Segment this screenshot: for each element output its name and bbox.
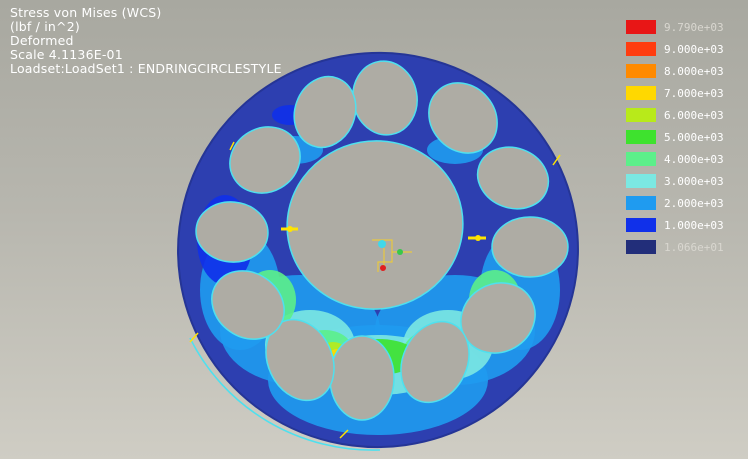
bolt-hole <box>195 201 269 263</box>
constraint-tick-bottom <box>339 429 349 439</box>
legend-label: 7.000e+03 <box>664 86 724 100</box>
legend-entry: 4.000e+03 <box>626 148 724 170</box>
load-arrow-left <box>281 226 298 232</box>
bolt-hole <box>293 75 357 149</box>
legend-entry: 2.000e+03 <box>626 192 724 214</box>
legend-swatch <box>626 152 656 166</box>
legend-swatch <box>626 42 656 56</box>
legend-swatch <box>626 64 656 78</box>
undeformed-outline <box>189 337 381 451</box>
bolt-hole <box>229 126 301 194</box>
legend-entry: 7.000e+03 <box>626 82 724 104</box>
legend-label: 8.000e+03 <box>664 64 724 78</box>
legend-swatch <box>626 86 656 100</box>
bolt-hole <box>400 320 470 404</box>
legend-entry: 3.000e+03 <box>626 170 724 192</box>
legend-entry: 9.790e+03 <box>626 16 724 38</box>
legend-label: 4.000e+03 <box>664 152 724 166</box>
legend-swatch <box>626 240 656 254</box>
legend-entry: 5.000e+03 <box>626 126 724 148</box>
legend-swatch <box>626 20 656 34</box>
ring-model[interactable] <box>153 27 604 459</box>
coordinate-triad <box>372 239 412 272</box>
legend-swatch <box>626 218 656 232</box>
legend-swatch <box>626 130 656 144</box>
result-units: (lbf / in^2) <box>10 19 80 34</box>
triad-point-green <box>397 249 403 255</box>
triad-origin-cyan <box>378 240 386 248</box>
legend-entry: 8.000e+03 <box>626 60 724 82</box>
load-arrow-right <box>468 235 486 241</box>
ring-outer-edge <box>177 51 579 449</box>
legend-label: 6.000e+03 <box>664 108 724 122</box>
result-display-mode: Deformed <box>10 33 74 48</box>
bolt-hole <box>491 216 569 278</box>
legend-entry: 1.000e+03 <box>626 214 724 236</box>
legend-entry: 6.000e+03 <box>626 104 724 126</box>
legend-label: 1.066e+01 <box>664 240 724 254</box>
bolt-hole <box>211 270 285 340</box>
legend-entry: 1.066e+01 <box>626 236 724 258</box>
legend-label: 5.000e+03 <box>664 130 724 144</box>
legend-swatch <box>626 196 656 210</box>
legend-label: 2.000e+03 <box>664 196 724 210</box>
legend-label: 9.000e+03 <box>664 42 724 56</box>
legend-label: 9.790e+03 <box>664 20 724 34</box>
color-legend: 9.790e+03 9.000e+03 8.000e+03 7.000e+03 6.00… <box>626 16 724 258</box>
legend-entry: 9.000e+03 <box>626 38 724 60</box>
deformation-scale: Scale 4.1136E-01 <box>10 47 123 62</box>
load-markers <box>189 141 561 439</box>
legend-label: 1.000e+03 <box>664 218 724 232</box>
center-bore <box>286 140 464 310</box>
triad-point-red <box>380 265 386 271</box>
constraint-tick-left <box>189 332 199 343</box>
legend-label: 3.000e+03 <box>664 174 724 188</box>
constraint-tick-top <box>229 141 235 151</box>
constraint-tick-right <box>552 154 561 166</box>
bolt-hole <box>329 335 395 421</box>
legend-swatch <box>626 108 656 122</box>
bolt-holes <box>195 60 569 421</box>
legend-swatch <box>626 174 656 188</box>
result-title: Stress von Mises (WCS) <box>10 5 162 20</box>
bolt-hole <box>476 146 550 210</box>
bolt-hole <box>428 82 498 154</box>
loadset-name: Loadset:LoadSet1 : ENDRINGCIRCLESTYLE <box>10 61 282 76</box>
result-info-block: Stress von Mises (WCS) (lbf / in^2) Defo… <box>10 6 282 76</box>
